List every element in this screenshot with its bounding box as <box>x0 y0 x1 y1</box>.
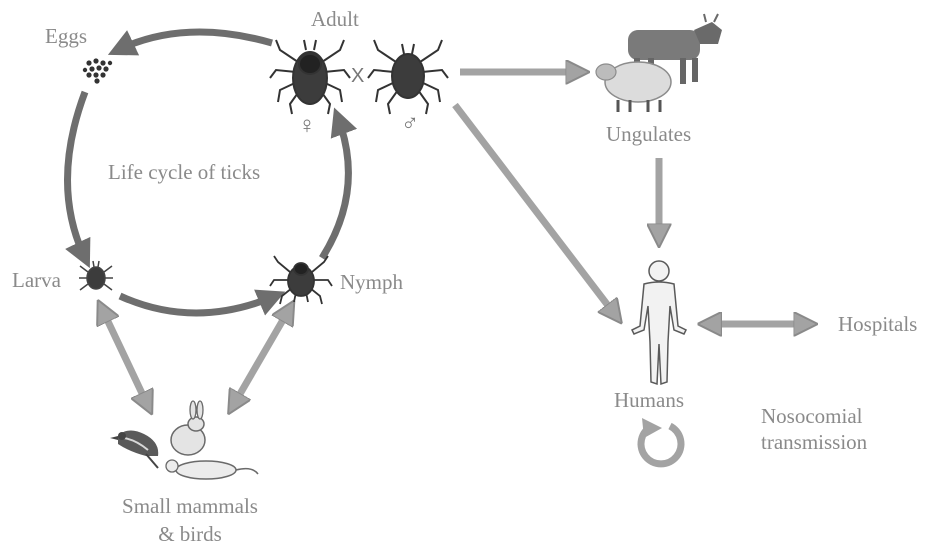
label-ungulates: Ungulates <box>606 122 692 146</box>
human-icon <box>630 260 688 386</box>
arrow-eggs-to-larva <box>64 90 91 269</box>
label-small-mammals-line1: Small mammals <box>122 494 258 518</box>
arrow-nymph-to-adult <box>319 107 358 260</box>
label-adult: Adult <box>311 7 359 31</box>
male-tick-icon <box>367 39 449 115</box>
label-eggs: Eggs <box>45 24 87 48</box>
label-life-cycle: Life cycle of ticks <box>108 160 261 184</box>
label-nosocomial-line1: Nosocomial <box>761 404 863 428</box>
arrow-adult-to-eggs <box>107 28 273 56</box>
nymph-icon <box>269 255 333 305</box>
ungulates-icon <box>595 13 722 112</box>
female-tick-icon <box>269 39 351 115</box>
arrow-nymph-small-mammals <box>233 313 287 406</box>
recycle-arrow-icon <box>637 418 685 468</box>
male-symbol: ♂ <box>401 111 419 137</box>
label-nymph: Nymph <box>340 270 403 294</box>
small-mammals-birds-icon <box>110 400 259 480</box>
arrow-larva-to-nymph <box>118 289 286 317</box>
label-larva: Larva <box>12 268 61 292</box>
female-symbol: ♀ <box>298 113 316 139</box>
arrow-larva-small-mammals <box>104 313 148 406</box>
arrow-adult-to-humans <box>452 102 616 316</box>
label-nosocomial-line2: transmission <box>761 430 868 454</box>
eggs-icon <box>82 58 113 84</box>
label-hospitals: Hospitals <box>838 312 918 336</box>
label-humans: Humans <box>614 388 684 412</box>
larva-icon <box>79 260 113 291</box>
label-cross: X <box>351 65 365 87</box>
label-small-mammals-line2: & birds <box>158 522 222 546</box>
